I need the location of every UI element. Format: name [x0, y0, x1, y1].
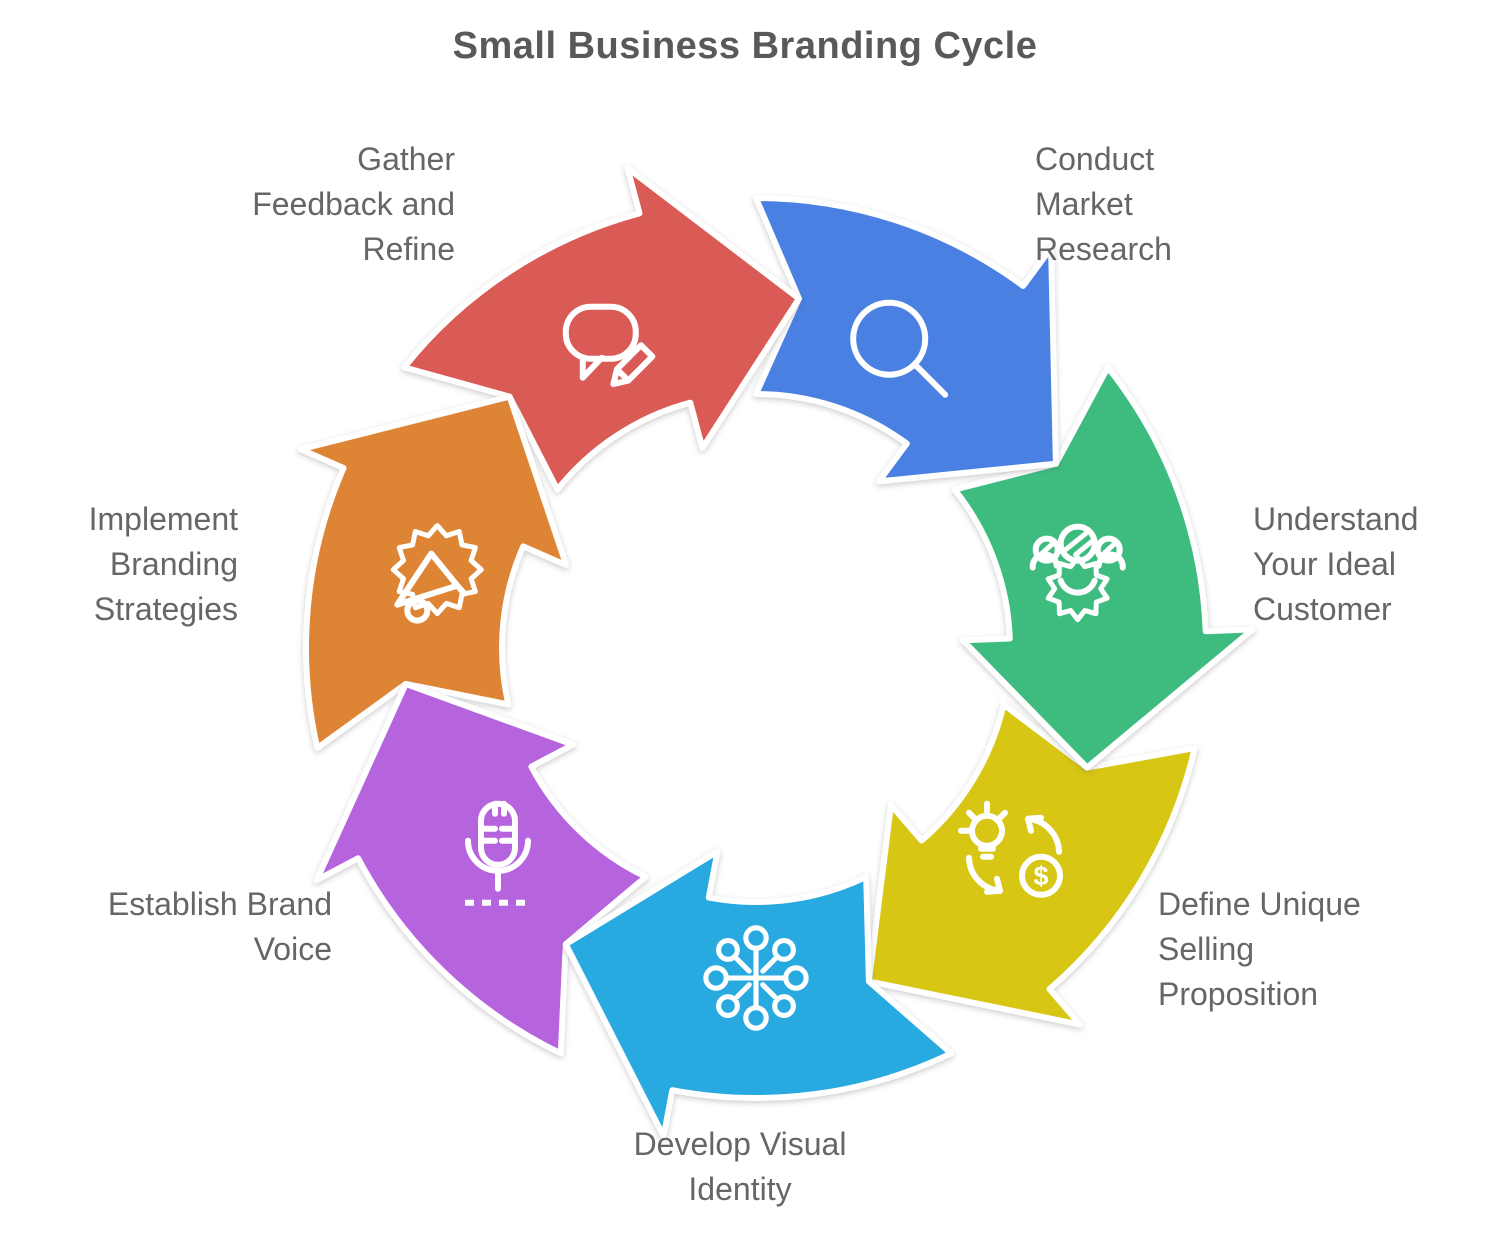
- speech-pencil-icon: [562, 303, 656, 388]
- megaphone-icon: [390, 523, 484, 624]
- segment-label-develop-visual-identity: Develop Visual Identity: [633, 1126, 847, 1207]
- cycle-arrow-implement-branding-strategies: [297, 393, 570, 752]
- segment-label-define-unique-selling-proposition: Define Unique Selling Proposition: [1158, 886, 1361, 1012]
- network-icon: [703, 925, 809, 1031]
- diagram-title: Small Business Branding Cycle: [452, 25, 1038, 67]
- segment-label-establish-brand-voice: Establish Brand Voice: [107, 886, 332, 967]
- cycle-arrow-understand-your-ideal-customer: [951, 364, 1256, 771]
- segment-label-conduct-market-research: Conduct Market Research: [1035, 141, 1172, 267]
- svg-text:$: $: [1033, 861, 1048, 891]
- cycle-arrow-define-unique-selling-proposition: [865, 701, 1198, 1028]
- cycle-arrow-gather-feedback-and-refine: [401, 164, 802, 493]
- idea-to-money-icon: $: [958, 800, 1063, 898]
- microphone-icon: [465, 800, 531, 906]
- search-icon: [850, 299, 949, 398]
- cycle-arrow-conduct-market-research: [753, 195, 1059, 485]
- segment-label-gather-feedback-and-refine: Gather Feedback and Refine: [252, 141, 455, 267]
- customer-gear-icon: [1029, 523, 1126, 623]
- segment-label-understand-your-ideal-customer: Understand Your Ideal Customer: [1253, 501, 1419, 627]
- segment-label-implement-branding-strategies: Implement Branding Strategies: [88, 501, 238, 627]
